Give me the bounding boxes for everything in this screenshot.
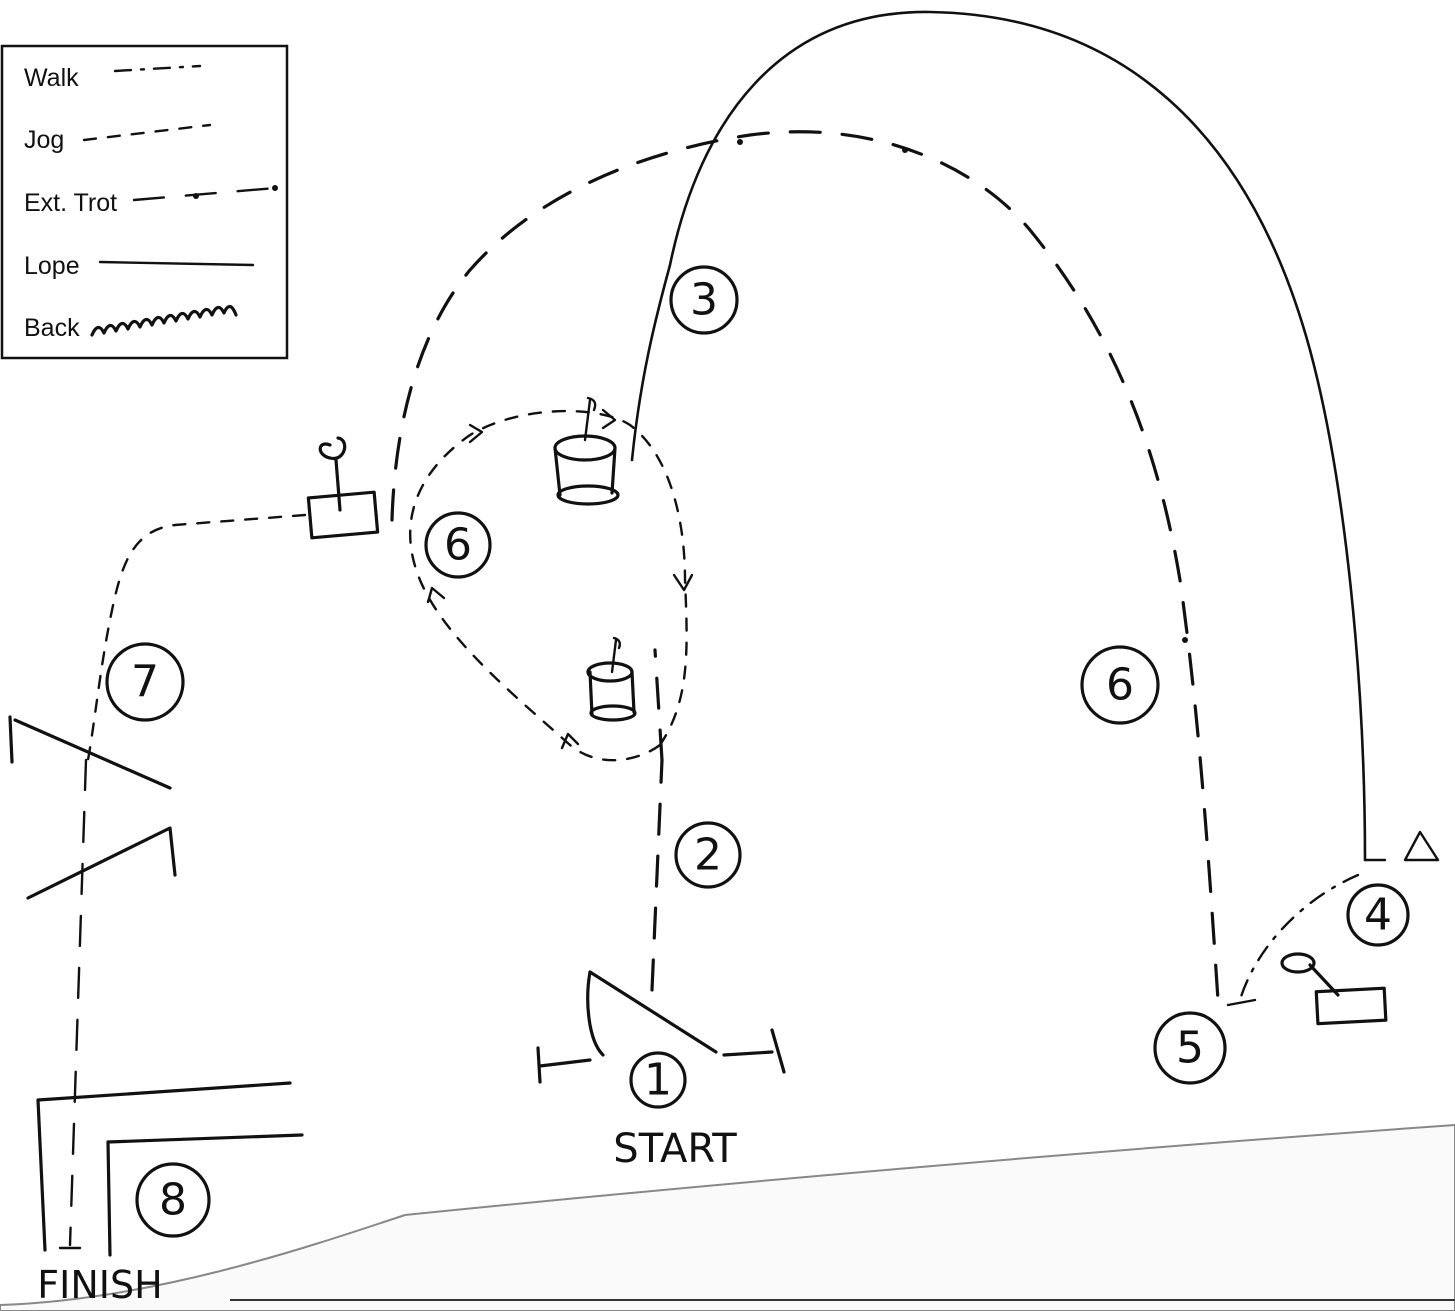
marker-6-arc: 6 [1080, 645, 1160, 725]
arrow-head [426, 586, 446, 604]
barrel-loop-path [409, 409, 688, 762]
cone-4 [1363, 830, 1440, 862]
svg-text:7: 7 [131, 657, 159, 708]
legend-back-line [90, 304, 238, 337]
svg-text:5: 5 [1176, 1023, 1204, 1074]
arrow-head [672, 573, 694, 592]
svg-text:6: 6 [1106, 660, 1134, 711]
marker-5: 5 [1153, 1011, 1227, 1085]
walk-4-to-5 [1238, 873, 1360, 1002]
legend-trot-line [132, 186, 277, 202]
start-gate [536, 970, 786, 1084]
svg-text:8: 8 [159, 1175, 187, 1226]
finish-label: FINISH [37, 1263, 162, 1307]
svg-text:3: 3 [690, 275, 718, 326]
jog-to-finish [68, 758, 88, 1247]
marker-8: 8 [135, 1162, 211, 1238]
arrow-head [560, 732, 580, 750]
svg-text:6: 6 [444, 520, 472, 571]
mailbox-4 [1280, 952, 1388, 1026]
start-label: START [613, 1126, 737, 1172]
trot-dot [1182, 637, 1188, 643]
legend-trot-label: Ext. Trot [24, 189, 117, 217]
lope-arc [630, 10, 1367, 862]
gate-7 [8, 715, 177, 900]
box-8 [36, 1081, 304, 1257]
trot-dot [902, 147, 908, 153]
legend-lope-line [98, 260, 255, 267]
legend-walk-label: Walk [24, 64, 79, 92]
svg-text:1: 1 [644, 1055, 672, 1106]
legend-back-label: Back [24, 314, 80, 342]
arrow-head [601, 408, 617, 430]
arrow-head [468, 423, 484, 444]
end-mark-5 [1226, 998, 1257, 1007]
svg-text:4: 4 [1364, 890, 1392, 941]
legend-box: Walk Jog Ext. Trot Lope Back [0, 44, 289, 360]
marker-4: 4 [1346, 883, 1410, 947]
path-start-to-2 [650, 758, 664, 992]
mailbox-6 [306, 436, 380, 540]
legend-walk-line [113, 64, 202, 73]
legend-trot-dot [193, 193, 199, 199]
barrel-bottom [586, 636, 637, 722]
jog-6-to-7 [86, 513, 307, 762]
trot-dot [737, 139, 743, 145]
legend-jog-label: Jog [24, 126, 64, 154]
marker-7: 7 [105, 642, 185, 722]
marker-2: 2 [674, 821, 742, 889]
marker-6-loop: 6 [424, 511, 492, 579]
legend-jog-line [82, 123, 212, 142]
marker-3: 3 [669, 265, 739, 335]
barrel-top [553, 396, 620, 506]
ext-trot-arc [390, 130, 1220, 1002]
legend-trot-dot [272, 185, 278, 191]
marker-1: 1 [629, 1051, 687, 1109]
svg-text:2: 2 [694, 830, 722, 881]
legend-lope-label: Lope [24, 252, 80, 280]
paper-edge [0, 1123, 1455, 1311]
